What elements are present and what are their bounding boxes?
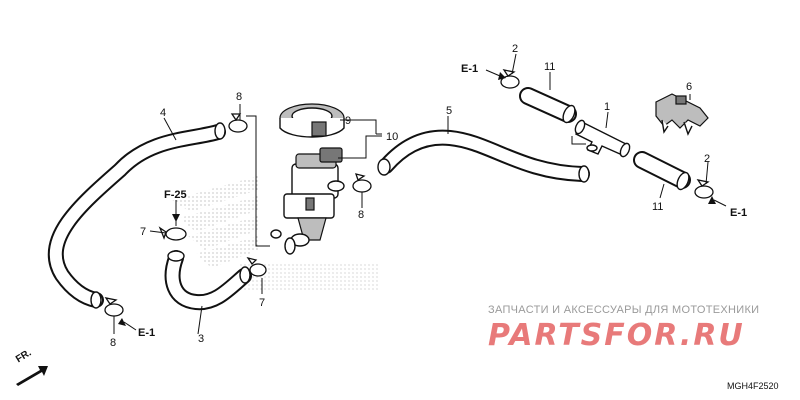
hose-3 <box>164 250 252 311</box>
part-9-ring <box>279 103 345 138</box>
callout-8-middle: 8 <box>358 209 364 221</box>
ref-e1-top: E-1 <box>461 63 478 75</box>
callout-7-left: 7 <box>140 226 146 238</box>
watermark-caption: ЗАПЧАСТИ И АКСЕССУАРЫ ДЛЯ МОТОТЕХНИКИ <box>488 304 760 316</box>
clamp-7-right <box>246 256 267 277</box>
callout-7-right: 7 <box>259 297 265 309</box>
hose-11-upper <box>519 87 577 124</box>
watermark-logo: PARTSFOR.RU <box>488 318 745 353</box>
callout-1: 1 <box>604 101 610 113</box>
hose-5 <box>377 129 590 183</box>
callout-2-lower: 2 <box>704 153 710 165</box>
callout-9: 9 <box>345 115 351 127</box>
clamp-8-lower <box>104 297 124 317</box>
callout-11-lower: 11 <box>652 201 663 213</box>
clamp-2-upper <box>500 69 520 89</box>
callout-6: 6 <box>686 81 692 93</box>
arrow-f25 <box>172 206 180 222</box>
callout-8-lower: 8 <box>110 337 116 349</box>
callout-10: 10 <box>386 131 398 143</box>
callout-2-upper: 2 <box>512 43 518 55</box>
clamp-2-lower <box>694 179 714 199</box>
callout-5: 5 <box>446 105 452 117</box>
ref-f25: F-25 <box>164 189 187 201</box>
callout-3: 3 <box>198 333 204 345</box>
part-6-bracket <box>655 93 709 136</box>
hose-11-lower <box>633 151 691 191</box>
callout-4: 4 <box>160 107 166 119</box>
honda-wing-watermark <box>172 176 380 292</box>
clamp-8-upper <box>228 113 248 133</box>
part-1-joint <box>574 119 631 158</box>
drawing-code: MGH4F2520 <box>727 381 779 391</box>
callout-11-upper: 11 <box>544 61 555 73</box>
ref-e1-right: E-1 <box>730 207 747 219</box>
clamp-8-middle <box>352 173 372 193</box>
ref-e1-bottom: E-1 <box>138 327 155 339</box>
part-10-valve <box>270 147 345 255</box>
arrow-e1-right <box>708 196 727 207</box>
hose-4 <box>47 122 226 309</box>
arrow-e1-top <box>485 69 506 80</box>
clamp-7-left <box>158 226 187 241</box>
callout-8-upper: 8 <box>236 91 242 103</box>
front-arrow-icon <box>16 366 48 386</box>
arrow-e1-bottom <box>118 318 137 331</box>
